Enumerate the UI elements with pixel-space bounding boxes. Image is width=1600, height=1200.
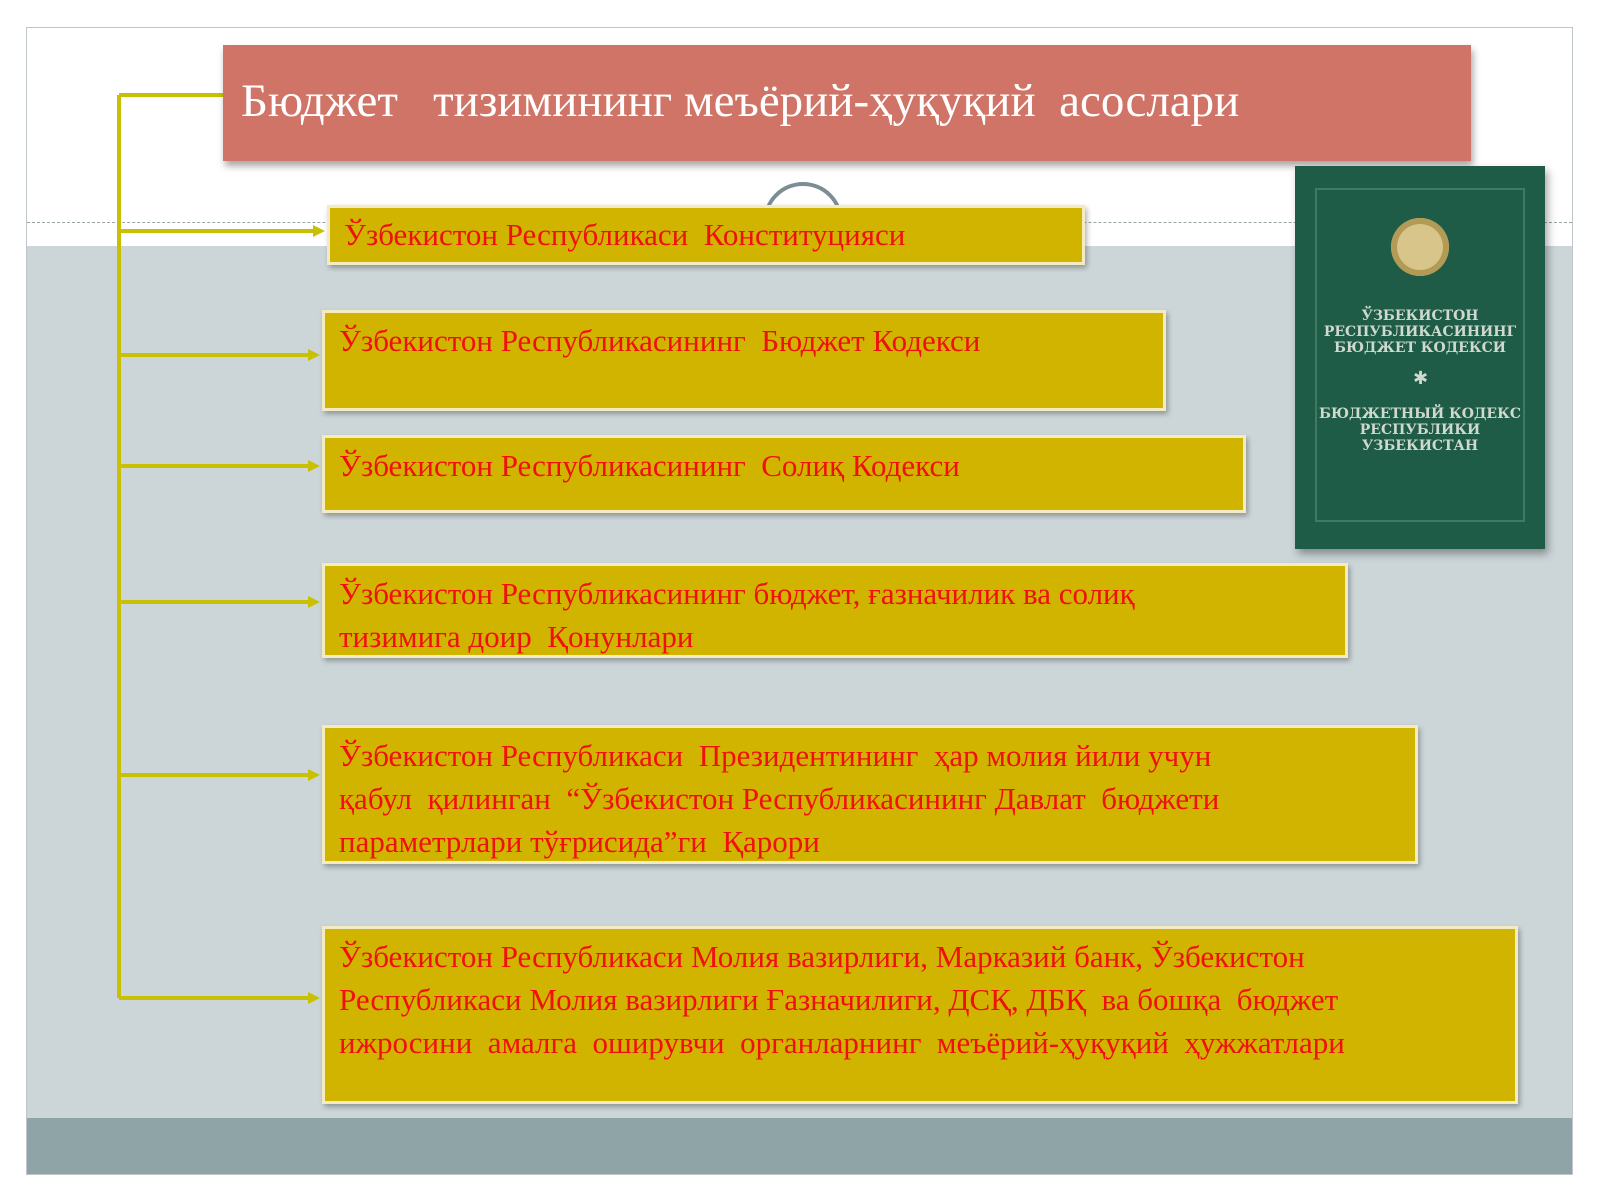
arrow-5 (308, 769, 320, 781)
item-budget-code: Ўзбекистон Республикасининг Бюджет Кодек… (322, 310, 1166, 411)
book-title-ru: БЮДЖЕТНЫЙ КОДЕКС РЕСПУБЛИКИ УЗБЕКИСТАН (1319, 406, 1521, 454)
title-banner: Бюджет тизимининг меъёрий-ҳуқуқий асосла… (223, 45, 1471, 161)
item-regulatory-documents: Ўзбекистон Республикаси Молия вазирлиги,… (322, 926, 1518, 1104)
arrow-2 (308, 349, 320, 361)
arrow-1 (313, 225, 325, 237)
state-emblem-icon (1391, 218, 1449, 276)
arrow-3 (308, 460, 320, 472)
item-tax-code: Ўзбекистон Республикасининг Солиқ Кодекс… (322, 435, 1246, 513)
item-constitution: Ўзбекистон Республикаси Конституцияси (327, 205, 1085, 265)
tree-connector (117, 93, 325, 1004)
slide: Бюджет тизимининг меъёрий-ҳуқуқий асосла… (26, 27, 1573, 1175)
footer-band (27, 1118, 1572, 1174)
arrow-6 (308, 992, 320, 1004)
book-title-uz: ЎЗБЕКИСТОН РЕСПУБЛИКАСИНИНГ БЮДЖЕТ КОДЕК… (1323, 308, 1517, 356)
star-icon: ✱ (1413, 368, 1429, 389)
item-laws: Ўзбекистон Республикасининг бюджет, ғазн… (322, 563, 1348, 658)
item-president-decree: Ўзбекистон Республикаси Президентининг ҳ… (322, 725, 1418, 864)
budget-code-book-image: ЎЗБЕКИСТОН РЕСПУБЛИКАСИНИНГ БЮДЖЕТ КОДЕК… (1295, 166, 1545, 549)
page-title: Бюджет тизимининг меъёрий-ҳуқуқий асосла… (241, 75, 1240, 127)
book-cover-frame: ЎЗБЕКИСТОН РЕСПУБЛИКАСИНИНГ БЮДЖЕТ КОДЕК… (1315, 188, 1525, 522)
arrow-4 (308, 596, 320, 608)
